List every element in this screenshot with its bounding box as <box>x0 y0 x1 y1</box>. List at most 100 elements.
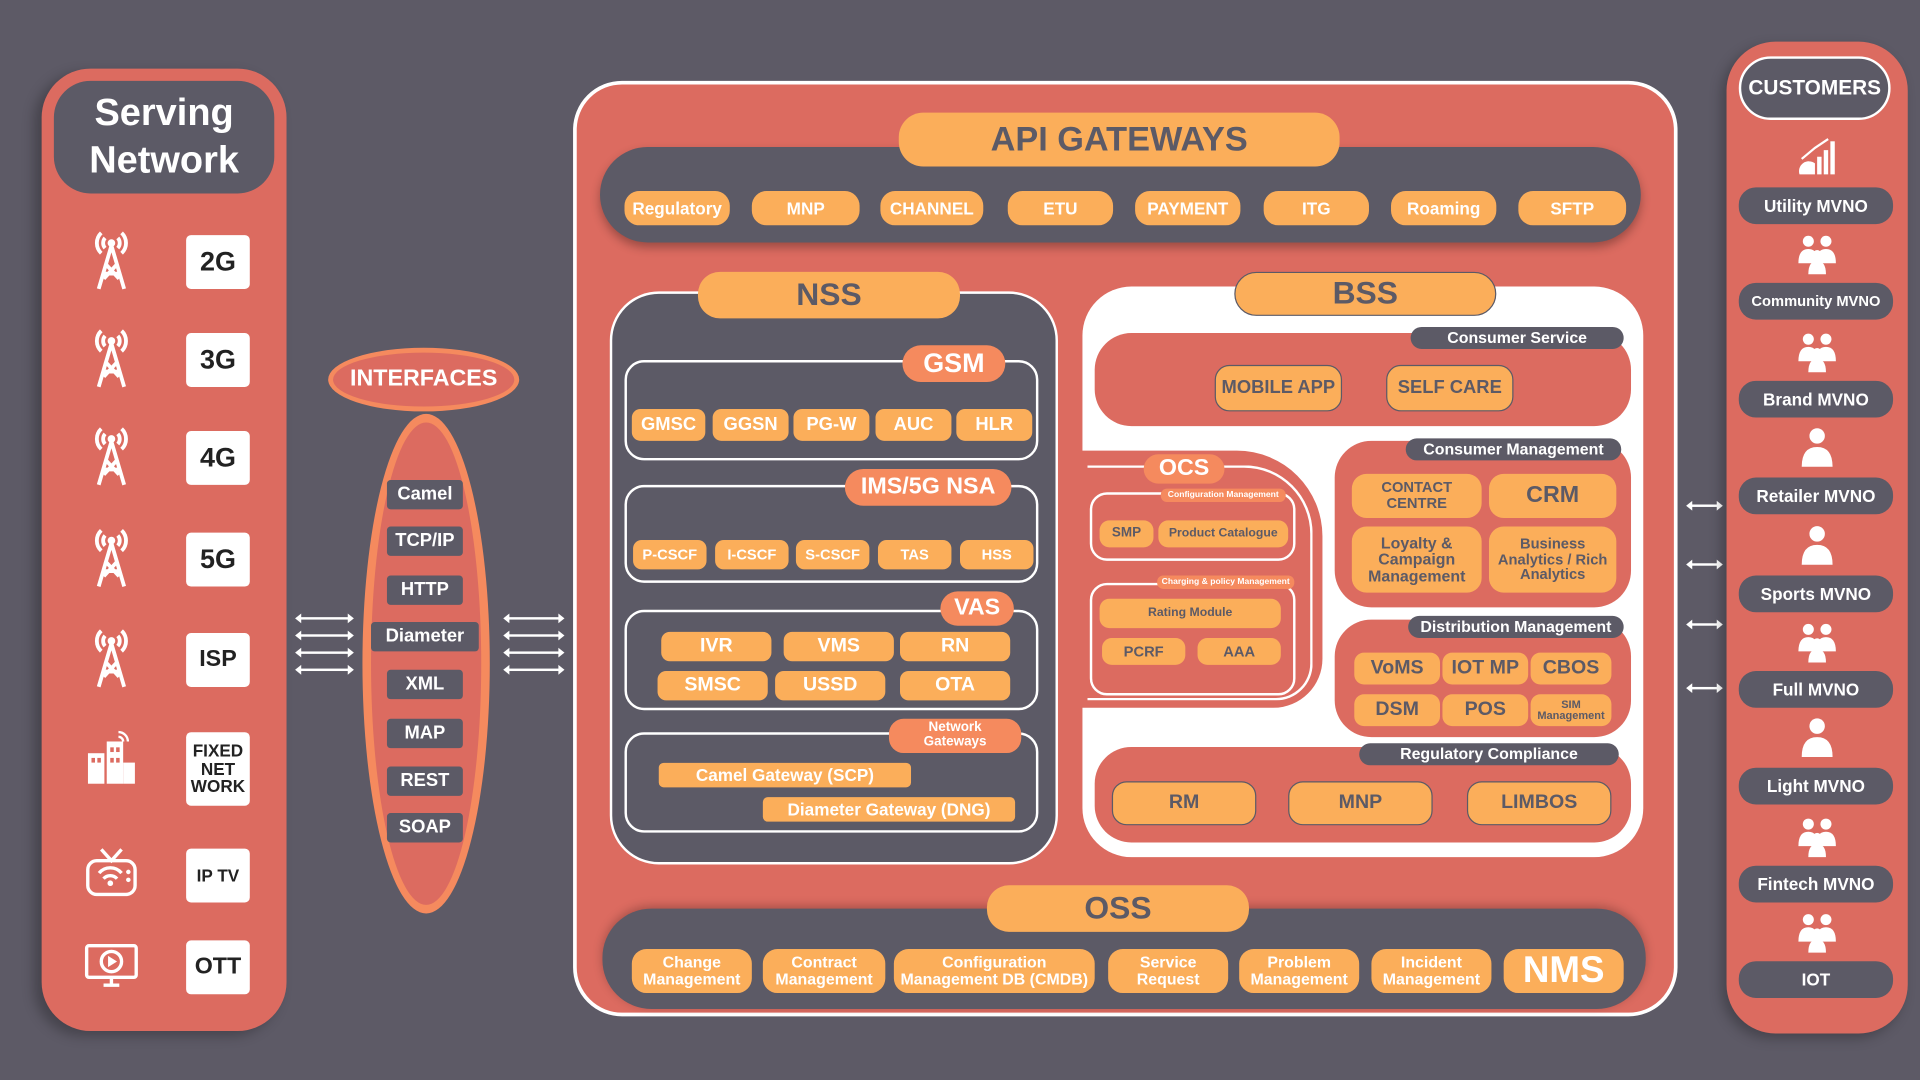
cell-tower-icon <box>83 626 139 690</box>
serving-network-title: Serving Network <box>53 80 275 194</box>
bidirectional-arrow-icon <box>295 647 354 658</box>
smp[interactable]: SMP <box>1099 520 1154 548</box>
diameter-gateway[interactable]: Diameter Gateway (DNG) <box>762 797 1016 822</box>
network-gateways-title: Network Gateways <box>888 718 1022 754</box>
camel-gateway[interactable]: Camel Gateway (SCP) <box>658 762 912 788</box>
oss-change-management[interactable]: Change Management <box>631 948 752 994</box>
gsm-hlr[interactable]: HLR <box>956 408 1033 441</box>
customer-light-mvno[interactable]: Light MVNO <box>1738 767 1894 805</box>
oss-contract-management[interactable]: Contract Management <box>762 948 886 994</box>
network-type-5: FIXED NET WORK <box>186 732 250 806</box>
vas-ivr[interactable]: IVR <box>661 631 772 662</box>
interface-xml: XML <box>386 669 463 700</box>
loyalty-campaign-management[interactable]: Loyalty & Campaign Management <box>1351 526 1482 593</box>
network-type-0: 2G <box>186 235 250 289</box>
distribution-sim-management[interactable]: SIM Management <box>1530 694 1612 727</box>
vas-ota[interactable]: OTA <box>900 671 1011 701</box>
regulatory-mnp[interactable]: MNP <box>1288 781 1433 826</box>
api-gateway-payment[interactable]: PAYMENT <box>1135 191 1241 226</box>
vas-smsc[interactable]: SMSC <box>657 671 768 701</box>
customer-full-mvno[interactable]: Full MVNO <box>1738 671 1894 708</box>
ocs-title: OCS <box>1143 454 1225 484</box>
api-gateway-itg[interactable]: ITG <box>1263 191 1369 226</box>
vas-ussd[interactable]: USSD <box>775 671 886 701</box>
ims-s-cscf[interactable]: S-CSCF <box>795 540 870 570</box>
oss-problem-management[interactable]: Problem Management <box>1239 948 1360 994</box>
business-analytics[interactable]: Business Analytics / Rich Analytics <box>1488 526 1617 593</box>
bidirectional-arrow-icon <box>1686 500 1723 511</box>
oss-incident-management[interactable]: Incident Management <box>1371 948 1492 994</box>
ims-tas[interactable]: TAS <box>877 540 952 570</box>
distribution-cbos[interactable]: CBOS <box>1530 652 1612 685</box>
product-catalogue[interactable]: Product Catalogue <box>1158 520 1289 548</box>
customers-title: CUSTOMERS <box>1738 56 1891 121</box>
utility-chart-icon <box>1795 133 1839 180</box>
oss-service-request[interactable]: Service Request <box>1108 948 1229 994</box>
regulatory-rm[interactable]: RM <box>1111 781 1257 826</box>
contact-centre[interactable]: CONTACT CENTRE <box>1351 473 1482 518</box>
distribution-iot-mp[interactable]: IOT MP <box>1442 652 1529 685</box>
customer-sports-mvno[interactable]: Sports MVNO <box>1738 575 1894 613</box>
ims-hss[interactable]: HSS <box>960 540 1034 570</box>
ims-group <box>624 484 1039 583</box>
oss-nms[interactable]: NMS <box>1503 948 1624 994</box>
api-gateway-channel[interactable]: CHANNEL <box>880 191 984 226</box>
customer-retailer-mvno[interactable]: Retailer MVNO <box>1738 477 1894 515</box>
consumer-service-title: Consumer Service <box>1410 326 1624 349</box>
api-gateway-regulatory[interactable]: Regulatory <box>624 191 730 226</box>
vas-title: VAS <box>940 591 1014 626</box>
interface-soap: SOAP <box>386 813 463 843</box>
gsm-group <box>624 360 1039 461</box>
bidirectional-arrow-icon <box>503 630 565 641</box>
bidirectional-arrow-icon <box>295 630 354 641</box>
oss-configuration-management-db-cmdb-[interactable]: Configuration Management DB (CMDB) <box>893 948 1095 994</box>
api-gateways-title: API GATEWAYS <box>898 112 1340 167</box>
fintech-icon <box>1795 812 1839 859</box>
customer-utility-mvno[interactable]: Utility MVNO <box>1738 187 1894 225</box>
pcrf[interactable]: PCRF <box>1102 637 1186 665</box>
iot-icon <box>1795 907 1839 954</box>
regulatory-compliance-title: Regulatory Compliance <box>1359 743 1619 766</box>
distribution-pos[interactable]: POS <box>1442 694 1529 727</box>
monitor-play-icon <box>83 933 139 997</box>
self-care-button[interactable]: SELF CARE <box>1386 364 1514 412</box>
customer-iot[interactable]: IOT <box>1738 961 1894 998</box>
api-gateway-roaming[interactable]: Roaming <box>1391 191 1497 226</box>
gsm-pg-w[interactable]: PG-W <box>793 408 870 441</box>
network-type-4: ISP <box>186 633 250 687</box>
mobile-app-button[interactable]: MOBILE APP <box>1214 364 1343 412</box>
distribution-voms[interactable]: VoMS <box>1354 652 1441 685</box>
cell-tower-icon <box>83 424 139 488</box>
network-gateways-group <box>624 732 1039 833</box>
vas-rn[interactable]: RN <box>900 631 1011 662</box>
interface-http: HTTP <box>386 575 463 605</box>
api-gateway-mnp[interactable]: MNP <box>751 191 860 226</box>
distribution-dsm[interactable]: DSM <box>1354 694 1441 727</box>
gsm-auc[interactable]: AUC <box>875 408 952 441</box>
api-gateway-etu[interactable]: ETU <box>1007 191 1114 226</box>
interface-camel: Camel <box>386 480 463 510</box>
customer-fintech-mvno[interactable]: Fintech MVNO <box>1738 865 1894 903</box>
bss-title: BSS <box>1234 271 1497 316</box>
api-gateway-sftp[interactable]: SFTP <box>1518 191 1627 226</box>
regulatory-limbos[interactable]: LIMBOS <box>1466 781 1612 826</box>
ims-title: IMS/5G NSA <box>844 468 1012 506</box>
customer-brand-mvno[interactable]: Brand MVNO <box>1738 380 1894 418</box>
customer-community-mvno[interactable]: Community MVNO <box>1738 282 1894 320</box>
crm[interactable]: CRM <box>1488 473 1617 518</box>
ims-i-cscf[interactable]: I-CSCF <box>715 540 789 570</box>
interface-diameter: Diameter <box>371 622 479 652</box>
bidirectional-arrow-icon <box>1686 683 1723 694</box>
aaa[interactable]: AAA <box>1197 637 1281 665</box>
rating-module[interactable]: Rating Module <box>1099 598 1281 629</box>
community-icon <box>1795 229 1839 276</box>
light-mvno-icon <box>1795 714 1839 761</box>
cell-tower-icon <box>83 228 139 292</box>
gsm-ggsn[interactable]: GGSN <box>712 408 789 441</box>
distribution-management-title: Distribution Management <box>1408 615 1624 638</box>
vas-vms[interactable]: VMS <box>783 631 894 662</box>
bidirectional-arrow-icon <box>1686 559 1723 570</box>
bidirectional-arrow-icon <box>503 664 565 675</box>
gsm-gmsc[interactable]: GMSC <box>631 408 706 441</box>
ims-p-cscf[interactable]: P-CSCF <box>633 540 707 570</box>
